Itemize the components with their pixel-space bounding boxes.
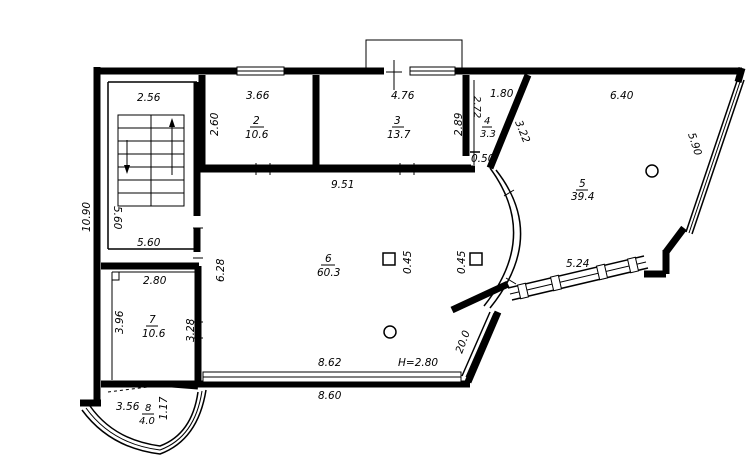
dim-5-60-stair-vertical: 5.60	[111, 206, 123, 230]
dim-3-56: 3.56	[116, 401, 140, 413]
dim-4-76: 4.76	[391, 90, 415, 102]
room-8-number: 8	[145, 403, 151, 414]
window-right-diagonal	[685, 77, 745, 235]
dim-5-60-stair: 5.60	[137, 237, 161, 249]
wall-room4-room5-diagonal	[486, 73, 532, 170]
room-2-area: 10.6	[245, 129, 269, 141]
dim-5-24: 5.24	[566, 258, 589, 270]
dim-1-80: 1.80	[490, 88, 514, 100]
dim-3-96: 3.96	[114, 310, 126, 334]
window-room5-lower	[507, 255, 649, 301]
door-ticks-room2	[255, 163, 271, 175]
dim-2-80: 2.80	[143, 275, 167, 287]
dim-6-40: 6.40	[610, 90, 634, 102]
room-7-area: 10.6	[142, 328, 166, 340]
door-ticks-room3	[399, 163, 415, 175]
curved-wall-room6-room5	[483, 167, 515, 307]
outer-wall-lower-diagonal	[464, 310, 502, 384]
room8-curved-wall-outer	[81, 389, 207, 455]
room-2-number: 2	[253, 115, 260, 127]
dim-5-90: 5.90	[685, 131, 704, 157]
outer-wall-right-top	[734, 67, 746, 83]
ceiling-height: H=2.80	[398, 357, 438, 369]
door-ticks-room6-left	[193, 227, 203, 339]
room-number-underlines	[142, 126, 588, 415]
dim-1-17: 1.17	[158, 396, 170, 420]
room-3-area: 13.7	[387, 129, 411, 141]
wall-room8-right	[171, 380, 199, 390]
stairwell	[107, 81, 201, 252]
room-7-number: 7	[149, 314, 156, 326]
dim-10-90: 10.90	[81, 202, 93, 232]
room-6-number: 6	[325, 253, 332, 265]
window-bottom-main	[202, 371, 462, 383]
dim-8-60: 8.60	[318, 390, 342, 402]
room-4-number: 4	[484, 116, 490, 127]
round-column-room5	[645, 164, 659, 178]
dim-2-72: 2.72	[471, 96, 482, 118]
column-right	[469, 252, 483, 266]
room-5-area: 39.4	[571, 191, 594, 203]
dim-20-0: 20.0	[454, 329, 473, 355]
outer-wall-right-bottom	[663, 225, 687, 255]
dim-2-89: 2.89	[453, 112, 465, 136]
room-5-number: 5	[579, 178, 586, 190]
outer-wall-lower-right	[450, 280, 510, 314]
dim-0-50: 0.50	[471, 153, 495, 165]
window-top-left	[236, 66, 285, 76]
curved-wall-ticks	[503, 189, 517, 285]
room-8-area: 4.0	[139, 416, 155, 427]
room8-curved-wall-inner	[89, 391, 199, 447]
dim-3-22: 3.22	[512, 119, 532, 145]
dim-3-66: 3.66	[246, 90, 270, 102]
dim-0-45-left: 0.45	[402, 250, 414, 274]
dim-2-56: 2.56	[137, 92, 161, 104]
entrance-porch	[365, 39, 463, 70]
window-top-entrance	[409, 66, 456, 76]
room-4-area: 3.3	[480, 129, 496, 140]
curved-wall-room6-room5-inner	[489, 169, 522, 309]
window-lower-diagonal	[461, 311, 495, 378]
dim-8-62: 8.62	[318, 357, 342, 369]
dim-6-28: 6.28	[215, 258, 227, 282]
corner-mark-room7	[112, 272, 120, 281]
dim-0-45-right: 0.45	[456, 250, 468, 274]
dim-9-51: 9.51	[331, 179, 354, 191]
dim-2-60: 2.60	[209, 112, 221, 136]
dim-3-28: 3.28	[185, 318, 197, 342]
room-6-area: 60.3	[317, 267, 340, 279]
room8-curved-wall-mid	[85, 390, 203, 451]
column-left	[382, 252, 396, 266]
door-room3-top	[386, 60, 402, 90]
room8-dashed-divider	[107, 383, 173, 393]
room-3-number: 3	[394, 115, 401, 127]
round-column-room6	[383, 325, 397, 339]
